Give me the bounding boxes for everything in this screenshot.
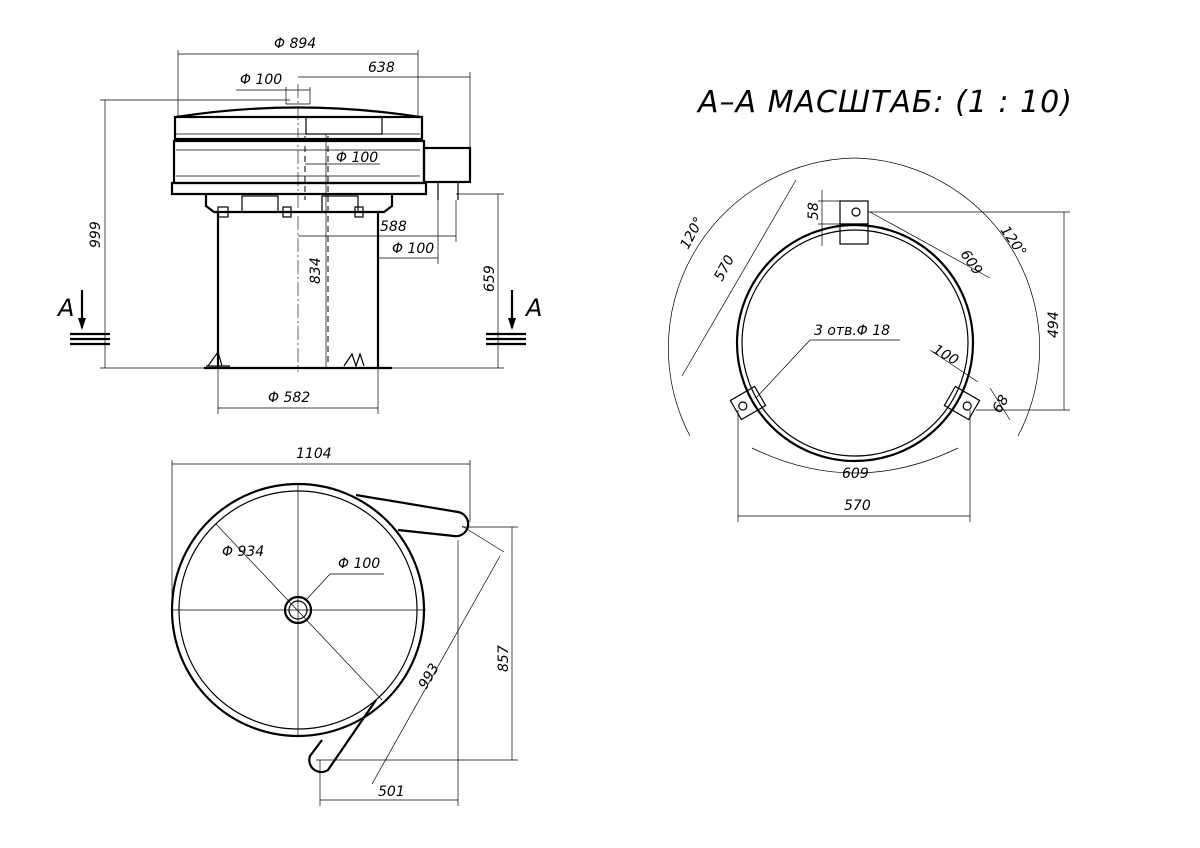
dim-d934: Φ 934 (222, 544, 264, 560)
dim-line (371, 555, 501, 785)
dim-494: 494 (1046, 311, 1062, 338)
dim-609-bottom: 609 (842, 466, 869, 482)
dim-638: 638 (368, 60, 395, 76)
dim-588: 588 (380, 219, 407, 235)
dim-d100-top: Φ 100 (240, 72, 282, 88)
dim-609-top: 609 (957, 247, 985, 278)
outlet-spout-upper (355, 493, 470, 538)
bracket-hole (738, 401, 748, 411)
section-ring-outer (735, 223, 975, 463)
ext-line (461, 525, 505, 553)
base-bracket (204, 194, 394, 214)
dim-659: 659 (482, 265, 498, 292)
dim-d100-side: Φ 100 (392, 241, 434, 257)
plan-view: 1104 Φ 934 Φ 100 993 857 501 (170, 446, 518, 806)
dim-1104: 1104 (296, 446, 332, 462)
dim-d100: Φ 100 (338, 556, 380, 572)
stand-gusset (207, 350, 223, 367)
section-view: 570 120° 120° 58 609 3 отв.Φ 18 100 68 4… (668, 157, 1070, 522)
svg-text:А: А (56, 294, 74, 322)
section-marker-right: А (486, 290, 542, 346)
motor-block-left (241, 195, 279, 213)
bracket-hole (851, 207, 861, 217)
bottom-rim (170, 181, 428, 196)
svg-text:А: А (524, 294, 542, 322)
dim-570-bottom: 570 (844, 498, 871, 514)
dim-120-right: 120° (997, 223, 1029, 260)
stand-gusset (343, 352, 365, 368)
outlet-spout-lower (308, 699, 377, 774)
bracket-right (943, 385, 981, 421)
section-marker-left: А (56, 290, 110, 346)
dim-857: 857 (496, 645, 512, 672)
front-view: Φ 894 638 Φ 100 Φ 100 999 834 588 Φ 100 … (56, 36, 542, 414)
motor-block-right (321, 195, 359, 213)
bracket-top-plate (839, 223, 869, 245)
leader-609 (869, 211, 991, 279)
leader-100 (929, 349, 979, 383)
arc-609-bottom (751, 447, 959, 474)
bracket-hole (962, 401, 972, 411)
dim-570-radial: 570 (711, 253, 738, 284)
dim-d894: Φ 894 (274, 36, 316, 52)
dim-100: 100 (930, 342, 961, 369)
side-outlet (422, 146, 472, 184)
leader-holes (755, 339, 900, 399)
angle-arc (854, 157, 1040, 437)
leader-d934 (215, 523, 383, 701)
vibro-foot (354, 206, 364, 218)
dim-line (681, 179, 797, 377)
dim-68: 68 (990, 392, 1013, 416)
dim-58-top: 58 (806, 202, 822, 220)
dim-120-left: 120° (677, 215, 707, 252)
dim-holes: 3 отв.Φ 18 (814, 323, 890, 339)
upper-ring-window (305, 116, 383, 135)
angle-arc (668, 157, 856, 437)
body-ring (172, 139, 426, 185)
dim-999: 999 (88, 221, 104, 248)
upper-ring (173, 115, 424, 141)
bracket-left (729, 385, 767, 421)
section-title: А–А МАСШТАБ: (1 : 10) (696, 85, 1073, 120)
dim-d582: Φ 582 (268, 390, 310, 406)
dim-501: 501 (378, 784, 405, 800)
dim-d100-inner: Φ 100 (336, 150, 378, 166)
dim-834: 834 (308, 257, 324, 284)
leader-d100 (305, 573, 384, 601)
bracket-top (839, 200, 869, 225)
section-ring-inner (741, 229, 969, 457)
vibro-foot (282, 206, 292, 218)
dim-line (989, 387, 1011, 421)
